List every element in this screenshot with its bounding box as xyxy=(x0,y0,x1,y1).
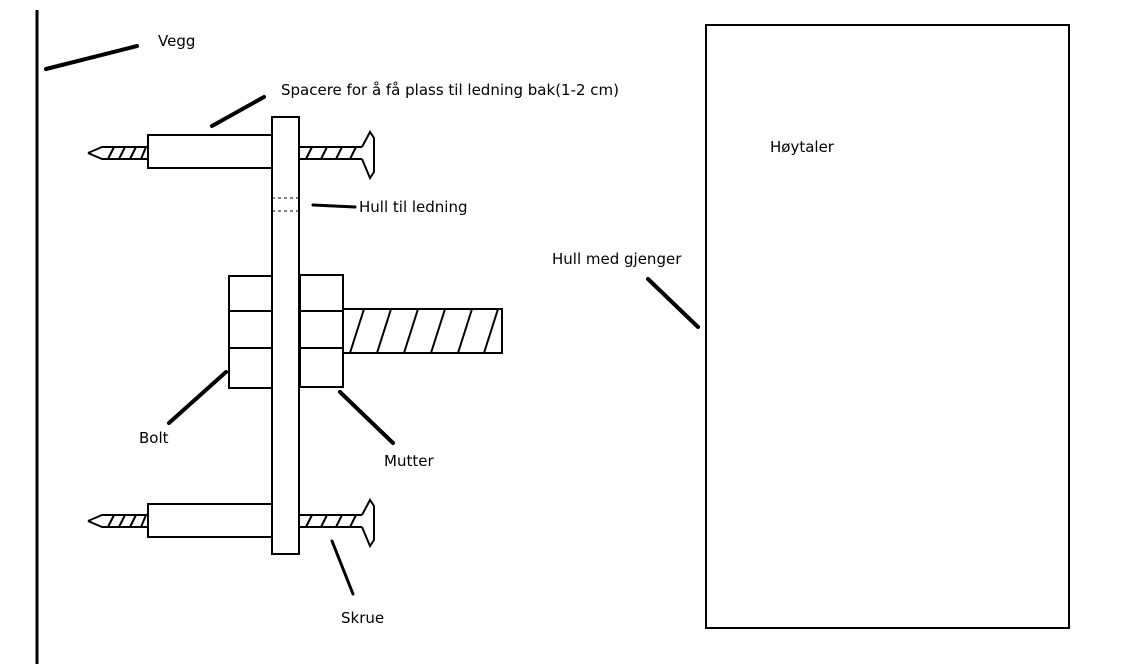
bottom-spacer xyxy=(147,503,273,538)
mounting-plate xyxy=(271,116,300,555)
speaker-label: Høytaler xyxy=(770,138,835,156)
spacer-label: Spacere for å få plass til ledning bak(1… xyxy=(281,81,619,99)
bottom-screw xyxy=(87,498,375,549)
threaded-hole-pointer xyxy=(646,277,700,329)
bolt-head xyxy=(228,275,273,389)
wire-hole-label: Hull til ledning xyxy=(359,198,468,216)
nut xyxy=(299,274,344,388)
threaded-hole-label: Hull med gjenger xyxy=(552,250,682,268)
wall-label: Vegg xyxy=(158,32,195,50)
bolt-label: Bolt xyxy=(139,429,169,447)
top-screw xyxy=(87,130,375,181)
nut-pointer xyxy=(338,390,395,445)
bolt-pointer xyxy=(167,370,228,425)
screw-label: Skrue xyxy=(341,609,384,627)
speaker-box xyxy=(705,24,1070,629)
bolt-thread xyxy=(342,308,503,354)
spacer-pointer xyxy=(210,95,266,128)
wall-pointer xyxy=(44,44,139,71)
wire-hole-pointer xyxy=(311,203,357,209)
top-spacer xyxy=(147,134,273,169)
nut-label: Mutter xyxy=(384,452,434,470)
screw-pointer xyxy=(330,539,355,596)
